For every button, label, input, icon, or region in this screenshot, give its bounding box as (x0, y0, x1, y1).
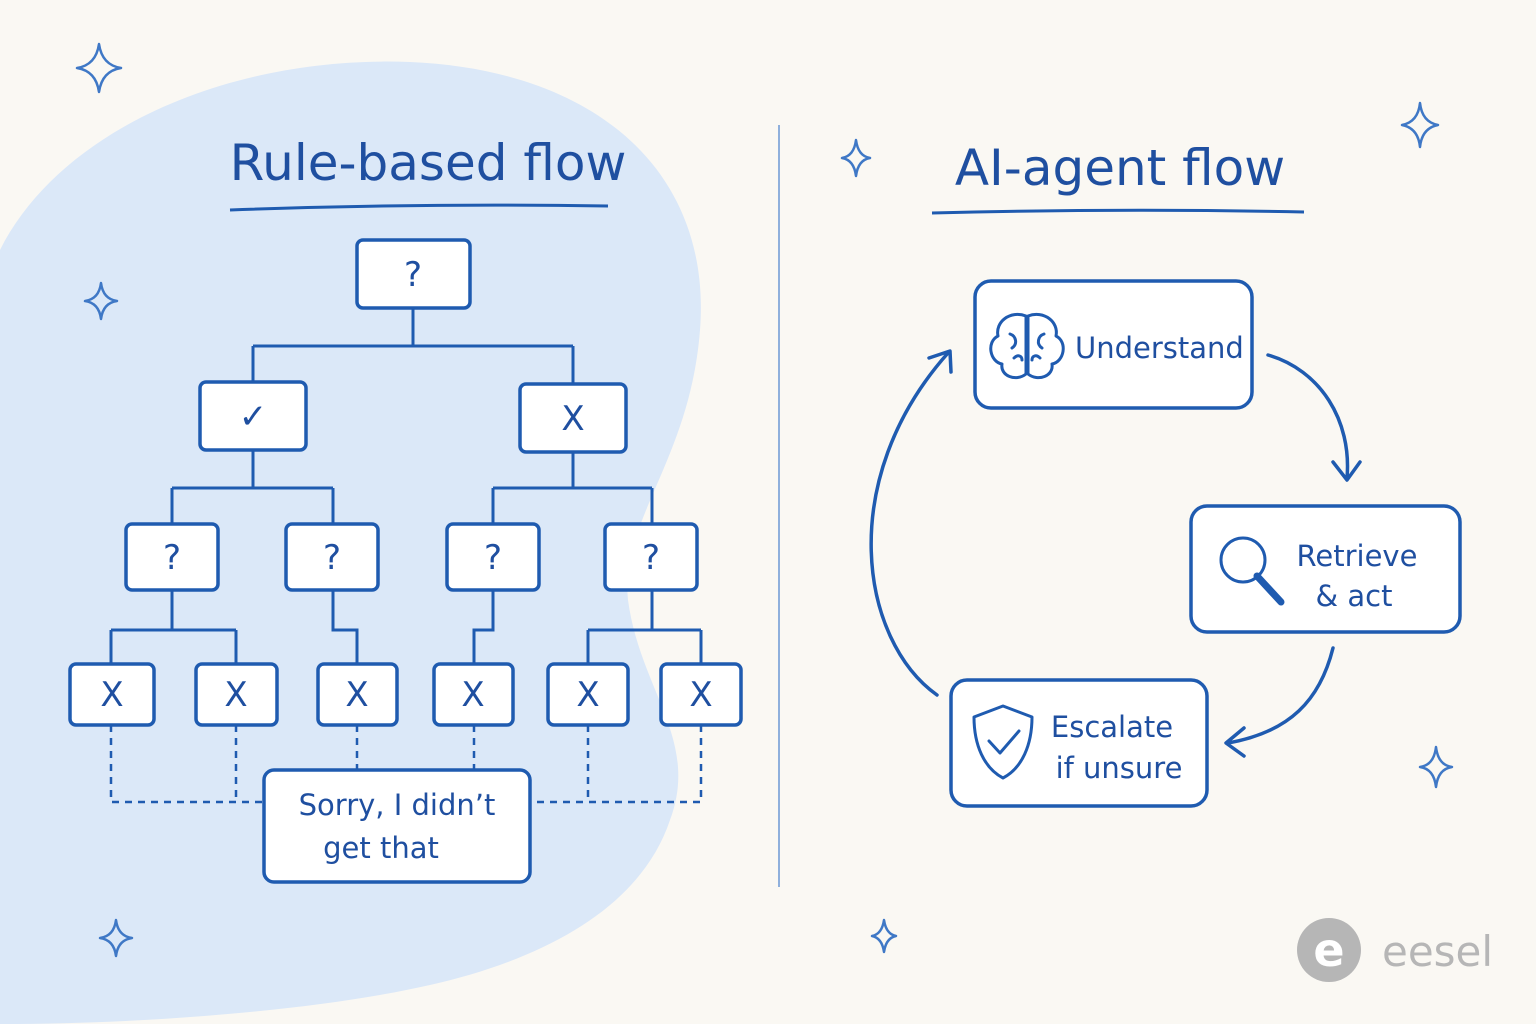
step-escalate-line-1: Escalate (1051, 710, 1173, 744)
sparkle-icon (98, 918, 134, 958)
tree-level2-node: ? (284, 522, 380, 592)
eesel-logo-wordmark: eesel (1382, 927, 1493, 976)
svg-text:?: ? (484, 538, 502, 578)
svg-text:X: X (576, 675, 599, 715)
magnifier-icon (1219, 536, 1285, 606)
step-retrieve-line-1: Retrieve (1297, 539, 1418, 573)
tree-leaf-node: X (546, 662, 630, 727)
eesel-logo-icon (1297, 918, 1361, 982)
right-title: AI-agent flow (955, 139, 1285, 197)
sparkle-icon (870, 918, 898, 954)
svg-text:?: ? (323, 538, 341, 578)
fallback-line-2: get that (323, 831, 439, 865)
arrow-understand-to-retrieve (1266, 353, 1350, 480)
step-understand: Understand (973, 279, 1254, 410)
sparkle-icon (840, 138, 872, 178)
step-understand-label: Understand (1075, 331, 1244, 365)
tree-level2-node: ? (445, 522, 541, 592)
step-retrieve-line-2: & act (1316, 579, 1393, 613)
svg-text:X: X (689, 675, 712, 715)
tree-connectors (109, 308, 703, 664)
tree-level1-node: X (518, 382, 628, 454)
left-title-underline (229, 203, 609, 212)
cycle-arrows (869, 349, 1362, 758)
step-retrieve-act: Retrieve & act (1189, 504, 1462, 634)
fallback-message-box: Sorry, I didn’t get that (262, 768, 532, 884)
step-escalate: Escalate if unsure (949, 678, 1209, 808)
eesel-logo-mark: e (1313, 923, 1344, 977)
tree-level2-node: ? (603, 522, 699, 592)
tree-leaf-node: X (316, 662, 399, 727)
svg-text:X: X (224, 675, 247, 715)
sparkle-icon (1418, 745, 1454, 789)
svg-text:✓: ✓ (239, 397, 268, 437)
tree-leaf-node: X (68, 662, 156, 727)
tree-level1-node: ✓ (198, 380, 308, 452)
sparkles (75, 42, 1454, 958)
shield-check-icon (972, 704, 1034, 780)
tree-leaf-node: X (194, 662, 279, 727)
svg-text:?: ? (404, 255, 422, 295)
tree-leaf-node: X (432, 662, 515, 727)
step-escalate-line-2: if unsure (1056, 751, 1183, 785)
tree-leaf-node: X (659, 662, 743, 727)
tree-root-node: ? (355, 238, 472, 310)
svg-text:?: ? (642, 538, 660, 578)
sparkle-icon (83, 281, 119, 321)
sparkle-icon (75, 42, 123, 94)
eesel-logo: e eesel (1297, 918, 1493, 982)
left-title: Rule-based flow (230, 134, 627, 192)
svg-text:?: ? (163, 538, 181, 578)
arrow-escalate-to-understand (869, 351, 950, 697)
tree-level2-node: ? (124, 522, 220, 592)
sparkle-icon (1400, 101, 1440, 149)
svg-text:X: X (561, 399, 584, 439)
fallback-line-1: Sorry, I didn’t (299, 788, 496, 822)
svg-text:X: X (100, 675, 123, 715)
arrow-retrieve-to-escalate (1226, 646, 1335, 745)
svg-text:X: X (345, 675, 368, 715)
right-title-underline (931, 208, 1305, 215)
brain-icon (989, 313, 1065, 380)
svg-text:X: X (461, 675, 484, 715)
